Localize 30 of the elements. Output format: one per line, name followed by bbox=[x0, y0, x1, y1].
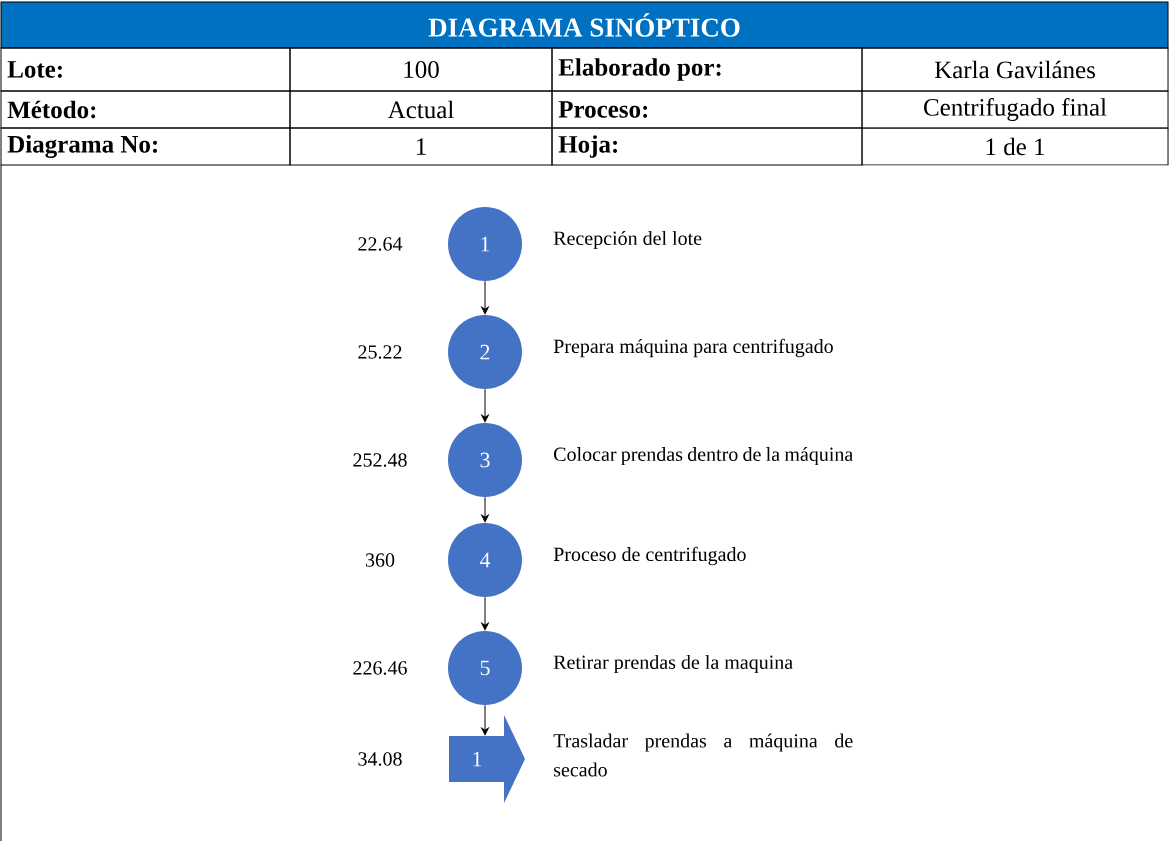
step-description: Retirar prendas de la maquina bbox=[553, 654, 793, 674]
arrow bbox=[481, 496, 489, 523]
table-cell: Diagrama No: bbox=[0, 127, 291, 166]
step-time: 34.08 bbox=[358, 752, 402, 766]
title-band: DIAGRAMA SINÓPTICO bbox=[0, 1, 1169, 49]
step-time: 252.48 bbox=[353, 453, 407, 467]
table-cell: 1 de 1 bbox=[861, 127, 1169, 166]
table-cell: Centrifugado final bbox=[861, 90, 1169, 129]
step-description: Proceso de centrifugado bbox=[553, 546, 746, 566]
step-time: 360 bbox=[365, 553, 395, 567]
step-time: 226.46 bbox=[353, 661, 407, 675]
table-cell: Método: bbox=[0, 90, 291, 129]
table-cell: Lote: bbox=[0, 47, 291, 92]
step-description: Prepara máquina para centrifugado bbox=[553, 338, 833, 358]
arrow bbox=[481, 280, 489, 315]
table-cell: Karla Gavilánes bbox=[861, 47, 1169, 92]
step-description: Recepción del lote bbox=[553, 230, 702, 250]
table-cell: Hoja: bbox=[551, 127, 863, 166]
arrow bbox=[481, 388, 489, 423]
table-cell: Elaborado por: bbox=[551, 47, 863, 92]
table-cell: Actual bbox=[289, 90, 553, 129]
table-cell: 1 bbox=[289, 127, 553, 166]
step-description: Trasladar prendas a máquina de secado bbox=[553, 733, 853, 777]
step-description: Colocar prendas dentro de la máquina bbox=[554, 446, 853, 466]
arrow bbox=[481, 704, 489, 736]
arrow bbox=[481, 596, 489, 631]
table-cell: 100 bbox=[289, 47, 553, 92]
step-time: 25.22 bbox=[358, 345, 402, 359]
table-cell: Proceso: bbox=[551, 90, 863, 129]
step-time: 22.64 bbox=[358, 237, 403, 251]
